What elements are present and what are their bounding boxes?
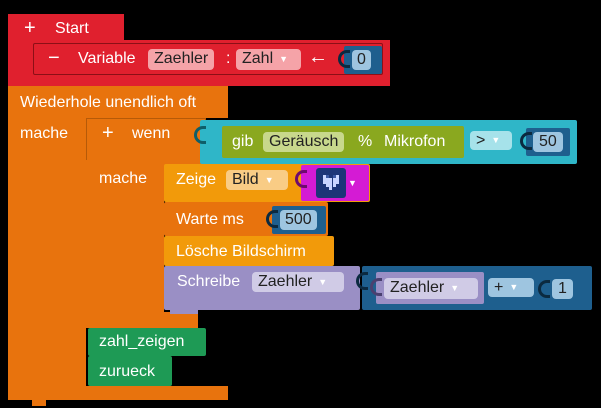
init-value-field[interactable]: 0 [352,50,371,70]
back-call-block[interactable] [88,356,172,386]
write-variable-value: Zaehler [258,273,313,291]
compare-value-notch [520,132,532,150]
expression-var-notch [370,278,382,296]
expression-operator-dropdown[interactable]: +▼ [488,278,534,297]
if-plus-icon[interactable]: + [102,122,114,144]
if-do-label: mache [99,170,148,187]
write-footer-tab [170,306,198,314]
clear-screen-block[interactable] [164,236,334,266]
dropdown-arrow-icon: ▼ [279,54,289,64]
loop-bottom-connector [32,398,46,406]
variable-colon: : [226,50,231,67]
loop-label: Wiederhole unendlich oft [20,94,197,111]
loop-block-left [8,110,86,400]
loop-block-footer [8,386,228,400]
dropdown-arrow-icon: ▼ [450,283,460,293]
variable-minus-icon[interactable]: − [48,47,60,69]
write-label: Schreibe [177,273,241,290]
sensor-prefix: gib [232,133,254,150]
if-label: wenn [132,125,171,142]
sensor-percent: % [358,133,373,150]
dropdown-arrow-icon: ▼ [318,277,328,287]
variable-name-field[interactable]: Zaehler [148,49,215,70]
start-block[interactable] [8,14,124,44]
image-picker-arrow-icon[interactable]: ▼ [348,178,357,188]
variable-label: Variable [78,50,136,67]
variable-type-value: Zahl [242,50,274,68]
sensor-name-field[interactable]: Geräusch [263,132,345,152]
show-image-label: Zeige [176,171,217,188]
show-number-call-label: zahl_zeigen [99,333,185,350]
assign-arrow-icon: ← [308,46,328,68]
dropdown-arrow-icon: ▼ [491,135,501,146]
dropdown-arrow-icon: ▼ [509,282,519,293]
init-value-notch [338,50,350,68]
expression-variable-value: Zaehler [390,279,445,297]
show-number-call-block[interactable] [88,328,206,356]
start-plus-icon[interactable]: + [24,17,36,39]
variable-type-dropdown[interactable]: Zahl ▼ [236,49,301,70]
compare-value-field[interactable]: 50 [533,132,563,152]
dropdown-arrow-icon: ▼ [264,175,274,185]
clear-screen-label: Lösche Bildschirm [176,243,306,260]
show-image-type-dropdown[interactable]: Bild ▼ [226,170,288,190]
if-block-footer [86,312,198,328]
start-label: Start [55,20,89,37]
expression-amount-notch [538,280,550,298]
expression-variable-dropdown[interactable]: Zaehler ▼ [384,278,478,299]
wait-value-field[interactable]: 500 [280,210,317,230]
expression-operator-value: + [494,279,504,296]
compare-operator-value: > [476,132,486,149]
back-call-label: zurueck [99,363,156,380]
if-block-header[interactable] [86,118,206,168]
if-block-left [86,160,164,328]
write-variable-dropdown[interactable]: Zaehler ▼ [252,272,344,292]
sensor-suffix: Mikrofon [384,133,446,150]
compare-notch [194,126,206,144]
compare-operator-dropdown[interactable]: >▼ [470,131,512,150]
expression-amount-field[interactable]: 1 [552,279,573,299]
heart-icon[interactable] [316,168,346,198]
loop-do-label: mache [20,125,69,142]
wait-label: Warte ms [176,211,244,228]
expression-notch [356,272,368,290]
image-picker-notch [295,170,307,188]
show-image-type-value: Bild [232,171,259,189]
wait-value-notch [266,210,278,228]
